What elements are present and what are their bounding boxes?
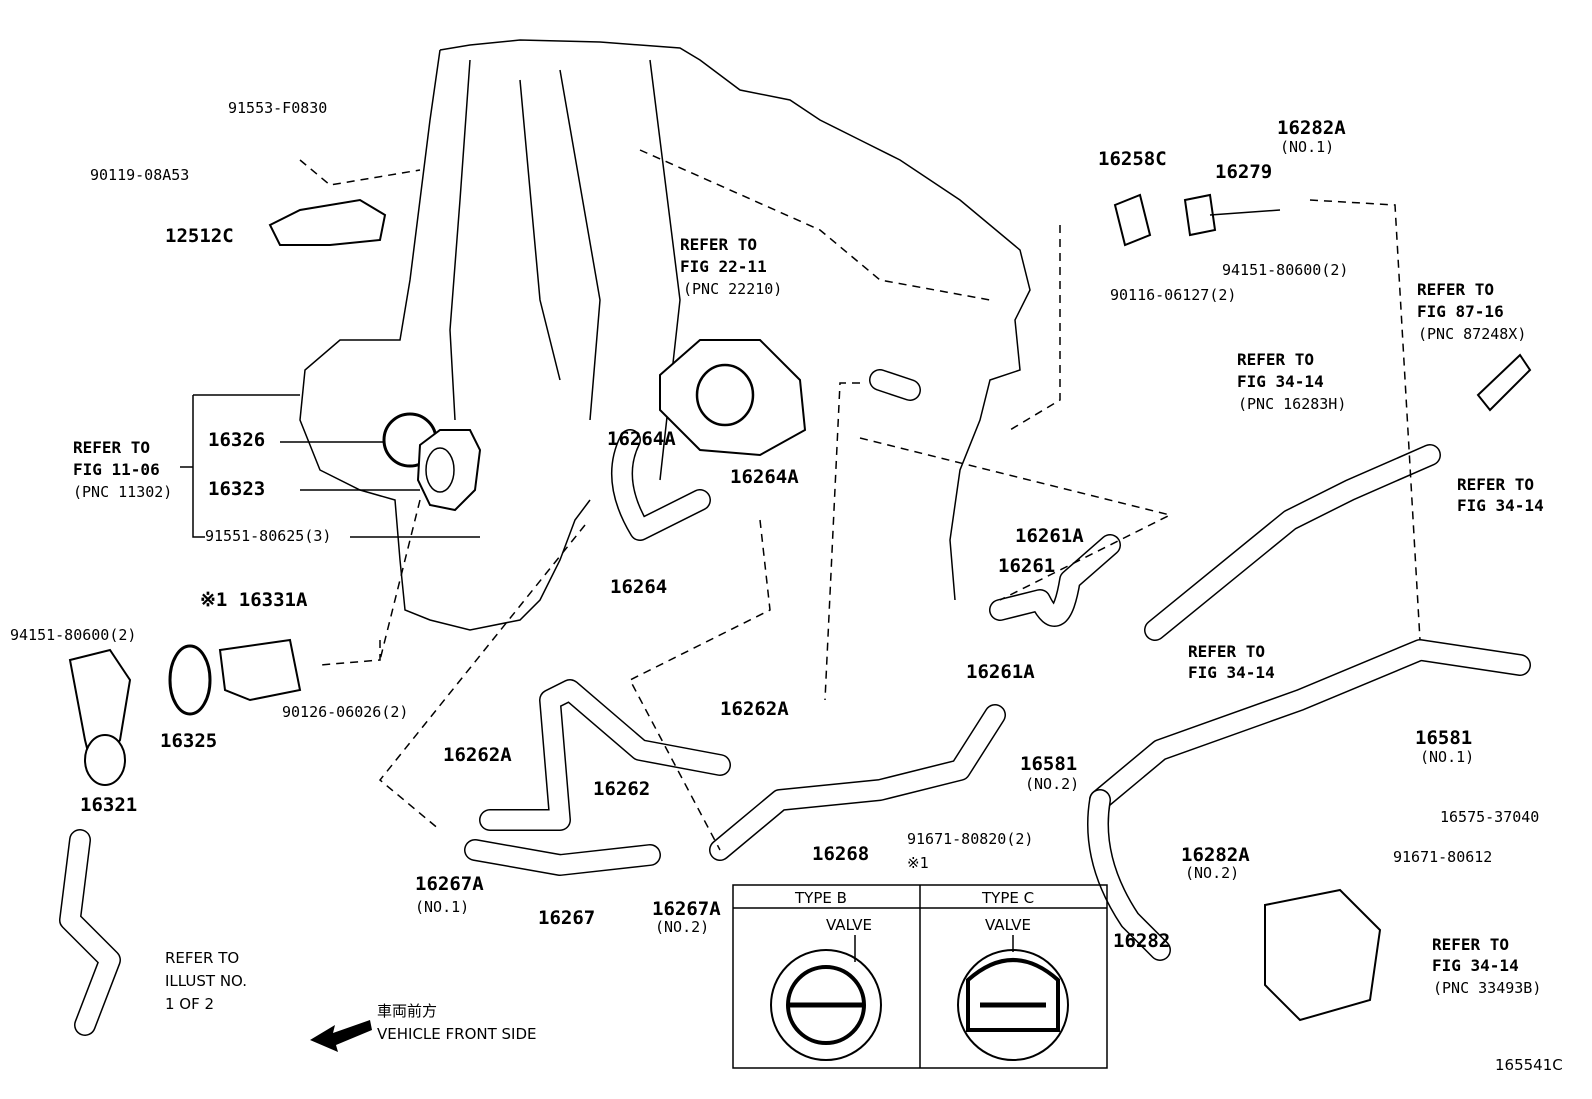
timing-cover-drawing [299,39,1031,631]
part-label: 16279 [1215,161,1272,183]
part-label: REFER TO [680,235,757,254]
refer-illust-line3: 1 OF 2 [165,995,214,1013]
part-label: (PNC 33493B) [1433,979,1541,997]
bracket-12512c [268,198,387,246]
part-label: REFER TO [1457,475,1534,494]
part-label: 94151-80600(2) [10,626,136,644]
type-b-label: TYPE B [794,889,847,907]
thermostat-type-inset [732,884,1108,1069]
part-label: REFER TO [73,438,150,457]
part-label: FIG 22-11 [680,257,767,276]
part-label: (PNC 11302) [73,483,172,501]
part-label: 90119-08A53 [90,166,189,184]
part-label: 16282A [1277,117,1346,139]
part-label: 16262A [720,698,789,720]
part-label: 16261A [1015,525,1084,547]
part-labels: 91553-F0830 90119-08A53 12512C REFER TO FIG … [10,99,1544,997]
part-label: 16326 [208,429,265,451]
vehicle-front-jp: 車両前方 [377,1002,437,1020]
part-label: 16282 [1113,930,1170,952]
vehicle-front-en: VEHICLE FRONT SIDE [377,1025,537,1043]
part-label: (NO.2) [1025,775,1079,793]
part-label: 16258C [1098,148,1167,170]
diagram-id: 165541C [1495,1056,1563,1074]
part-label: FIG 87-16 [1417,302,1504,321]
part-label: FIG 34-14 [1432,956,1519,975]
part-label: ※1 16331A [200,589,308,611]
part-label: (NO.1) [415,898,469,916]
part-label: FIG 34-14 [1188,663,1275,682]
part-label: (NO.2) [1185,864,1239,882]
hoses [59,369,1531,1036]
refer-illust-line2: ILLUST NO. [165,972,247,990]
part-label: 90126-06026(2) [282,703,408,721]
part-label: 16261 [998,555,1055,577]
part-label: FIG 34-14 [1237,372,1324,391]
valve-label-b: VALVE [826,916,872,934]
part-label: (PNC 16283H) [1238,395,1346,413]
part-label: 91553-F0830 [228,99,327,117]
part-label: (NO.1) [1420,748,1474,766]
part-label: 16261A [966,661,1035,683]
part-label: 16321 [80,794,137,816]
oil-cooler [1264,888,1382,1022]
part-label: ※1 [907,854,929,872]
valve-label-c: VALVE [985,916,1031,934]
part-label: 90116-06127(2) [1110,286,1236,304]
part-label: REFER TO [1188,642,1265,661]
part-label: (NO.2) [655,918,709,936]
thermostat-16331a [218,638,302,702]
front-arrow-icon [310,1020,372,1052]
part-label: REFER TO [1237,350,1314,369]
part-label: FIG 11-06 [73,460,160,479]
part-label: 12512C [165,225,234,247]
part-label: 16575-37040 [1440,808,1539,826]
part-label: 91671-80612 [1393,848,1492,866]
part-label: 16264A [730,466,799,488]
part-label: 16264 [610,576,667,598]
part-label: 91671-80820(2) [907,830,1033,848]
part-label: 16267A [415,873,484,895]
throttle-body [659,339,807,457]
type-c-label: TYPE C [981,889,1034,907]
refer-illust-line1: REFER TO [165,949,239,967]
part-label: (PNC 87248X) [1418,325,1526,343]
part-label: REFER TO [1432,935,1509,954]
part-label: (PNC 22210) [683,280,782,298]
part-label: 16581 [1415,727,1472,749]
part-label: 16325 [160,730,217,752]
part-label: FIG 34-14 [1457,496,1544,515]
part-label: (NO.1) [1280,138,1334,156]
part-label: 16581 [1020,753,1077,775]
gasket-16325 [168,644,212,716]
part-label: 16267A [652,898,721,920]
part-label: 16262A [443,744,512,766]
part-label: 16268 [812,843,869,865]
part-label: 16267 [538,907,595,929]
part-label: 16264A [607,428,676,450]
part-label: 91551-80625(3) [205,527,331,545]
part-label: 16323 [208,478,265,500]
part-label: 16262 [593,778,650,800]
part-label: 94151-80600(2) [1222,261,1348,279]
part-label: REFER TO [1417,280,1494,299]
part-label: 16282A [1181,844,1250,866]
